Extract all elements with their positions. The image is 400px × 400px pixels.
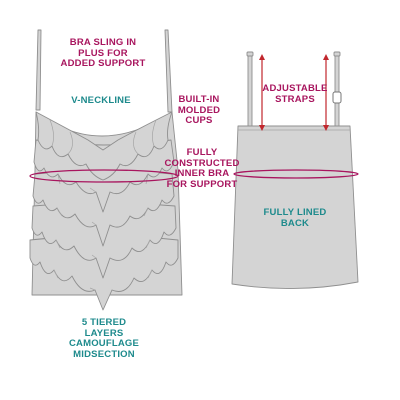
- callout-molded-cups: BUILT-IN MOLDED CUPS: [177, 94, 221, 126]
- callout-tiered-layers: 5 TIERED LAYERS CAMOUFLAGE MIDSECTION: [68, 317, 140, 360]
- front-left-strap: [35, 29, 42, 111]
- callout-v-neckline: V-NECKLINE: [71, 95, 131, 106]
- front-camisole: [29, 29, 183, 311]
- callout-inner-bra: FULLY CONSTRUCTED INNER BRA FOR SUPPORT: [164, 147, 240, 190]
- back-band-line: [233, 169, 359, 179]
- callout-lined-back: FULLY LINED BACK: [263, 207, 327, 229]
- back-body: [231, 125, 359, 289]
- callout-bra-sling: BRA SLING IN PLUS FOR ADDED SUPPORT: [60, 37, 146, 69]
- back-left-strap: [247, 54, 253, 129]
- strap-adjuster-buckle: [332, 91, 342, 104]
- front-inner-bra-band: [29, 169, 179, 183]
- back-camisole: [231, 51, 359, 289]
- callout-adjustable-straps: ADJUSTABLE STRAPS: [262, 83, 328, 105]
- tier-1: [35, 111, 173, 181]
